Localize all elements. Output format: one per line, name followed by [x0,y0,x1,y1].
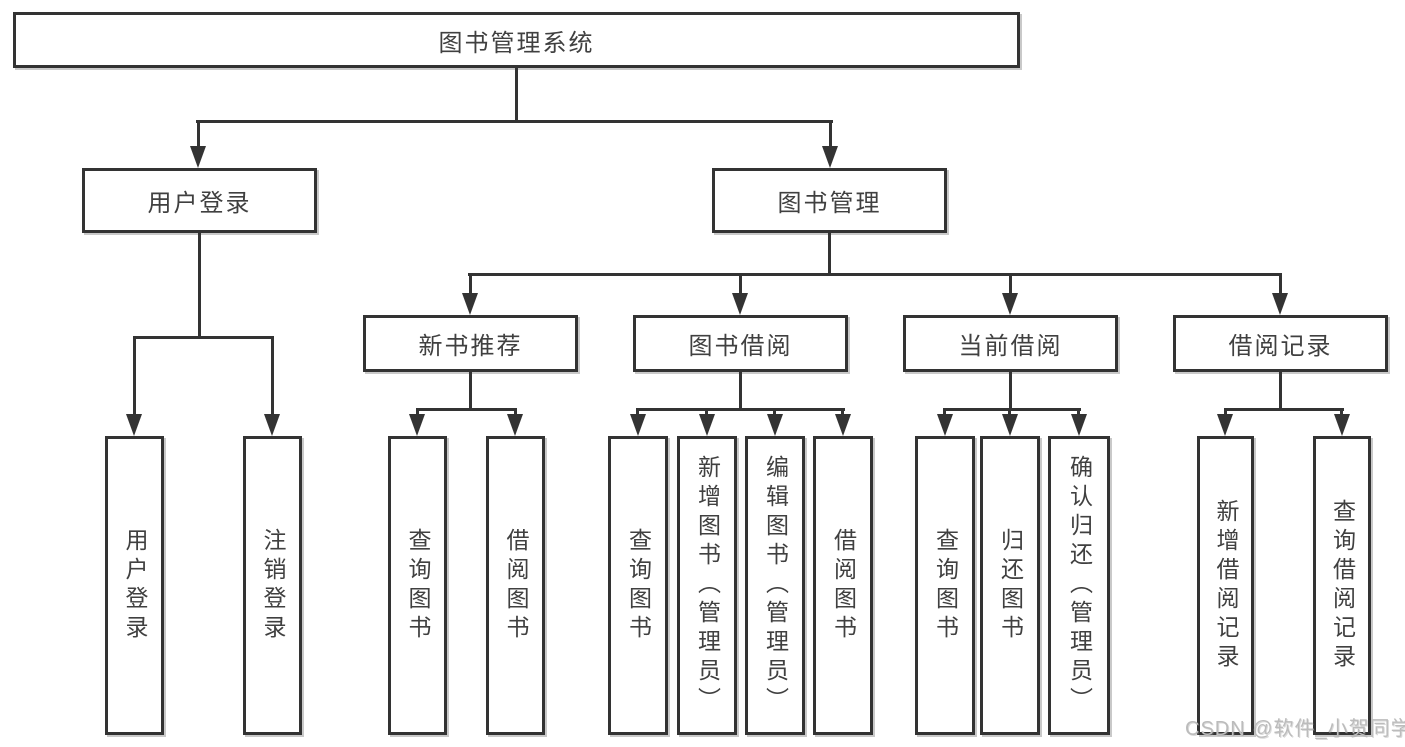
connector-line [773,408,776,418]
connector-line [739,372,742,408]
connector-line [1279,273,1282,295]
connector-line [469,372,472,408]
node-label: 当前借阅 [958,333,1063,360]
arrow-down-icon [1334,414,1350,436]
node-label: 图书管理系统 [438,29,595,57]
connector-line [1279,372,1282,408]
connector-line [133,336,274,339]
node-user-login-action: 用户登录 [105,436,164,735]
node-confirm-return-admin: 确认归还（管理员） [1048,436,1110,735]
node-label: 注销登录 [260,527,286,644]
connector-line [133,336,136,416]
connector-line [739,273,742,295]
node-label: 图书借阅 [688,333,793,360]
node-label: 查询借阅记录 [1329,498,1356,673]
node-book-borrowing: 图书借阅 [633,315,848,372]
connector-line [469,273,472,295]
arrow-down-icon [630,414,646,436]
connector-line [943,408,946,418]
node-label: 编辑图书（管理员） [762,455,789,716]
connector-line [705,408,708,418]
node-label: 查询图书 [932,527,959,644]
node-label: 归还图书 [997,527,1024,644]
connector-line [636,408,639,418]
arrow-down-icon [1002,414,1018,436]
node-query-borrow-record: 查询借阅记录 [1313,436,1371,735]
node-borrow-books: 借阅图书 [813,436,873,735]
node-return-books: 归还图书 [980,436,1040,735]
connector-line [514,408,517,418]
node-current-borrowing: 当前借阅 [903,315,1118,372]
node-label: 借阅图书 [830,527,857,644]
node-add-borrow-record: 新增借阅记录 [1197,436,1254,735]
node-borrow-books-recommend: 借阅图书 [486,436,545,735]
node-label: 用户登录 [122,527,148,644]
connector-line [1008,408,1011,418]
connector-line [1340,408,1343,418]
connector-line [271,336,274,416]
connector-line [196,120,833,123]
node-label: 借阅图书 [503,527,529,644]
arrow-down-icon [190,146,206,168]
arrow-down-icon [1071,414,1087,436]
node-user-login-group: 用户登录 [82,168,317,233]
arrow-down-icon [835,414,851,436]
arrow-down-icon [409,414,425,436]
connector-line [1077,408,1080,418]
arrow-down-icon [462,293,478,315]
node-borrow-records: 借阅记录 [1173,315,1388,372]
node-query-books-borrowing: 查询图书 [608,436,668,735]
node-label: 新增图书（管理员） [694,455,721,716]
node-library-management-system: 图书管理系统 [13,12,1020,68]
connector-line [636,408,845,411]
node-query-books-current: 查询图书 [915,436,975,735]
arrow-down-icon [507,414,523,436]
arrow-down-icon [822,146,838,168]
connector-line [468,273,1282,276]
connector-line [515,68,518,123]
node-label: 用户登录 [147,190,252,217]
connector-line [1009,372,1012,408]
node-label: 新书推荐 [418,333,523,360]
connector-line [416,408,419,418]
arrow-down-icon [767,414,783,436]
connector-line [828,233,831,273]
node-query-books-recommend: 查询图书 [388,436,447,735]
arrow-down-icon [264,414,280,436]
arrow-down-icon [1217,414,1233,436]
node-edit-books-admin: 编辑图书（管理员） [745,436,805,735]
node-new-book-recommend: 新书推荐 [363,315,578,372]
node-add-books-admin: 新增图书（管理员） [677,436,737,735]
arrow-down-icon [126,414,142,436]
arrow-down-icon [732,293,748,315]
arrow-down-icon [1002,293,1018,315]
node-label: 查询图书 [405,527,431,644]
connector-line [197,123,200,148]
connector-line [198,233,201,336]
connector-line [1224,408,1344,411]
node-book-management: 图书管理 [712,168,947,233]
connector-line [1009,273,1012,295]
connector-line [416,408,517,411]
connector-line [841,408,844,418]
connector-line [943,408,1081,411]
arrow-down-icon [699,414,715,436]
connector-line [829,123,832,148]
arrow-down-icon [1272,293,1288,315]
node-label: 确认归还（管理员） [1066,455,1093,716]
node-label: 新增借阅记录 [1213,498,1239,673]
arrow-down-icon [937,414,953,436]
node-label: 借阅记录 [1228,333,1333,360]
node-label: 图书管理 [777,190,882,217]
node-label: 查询图书 [625,527,652,644]
watermark-text: CSDN @软件_小贺同学 [1185,718,1405,740]
node-logout: 注销登录 [243,436,302,735]
connector-line [1224,408,1227,418]
